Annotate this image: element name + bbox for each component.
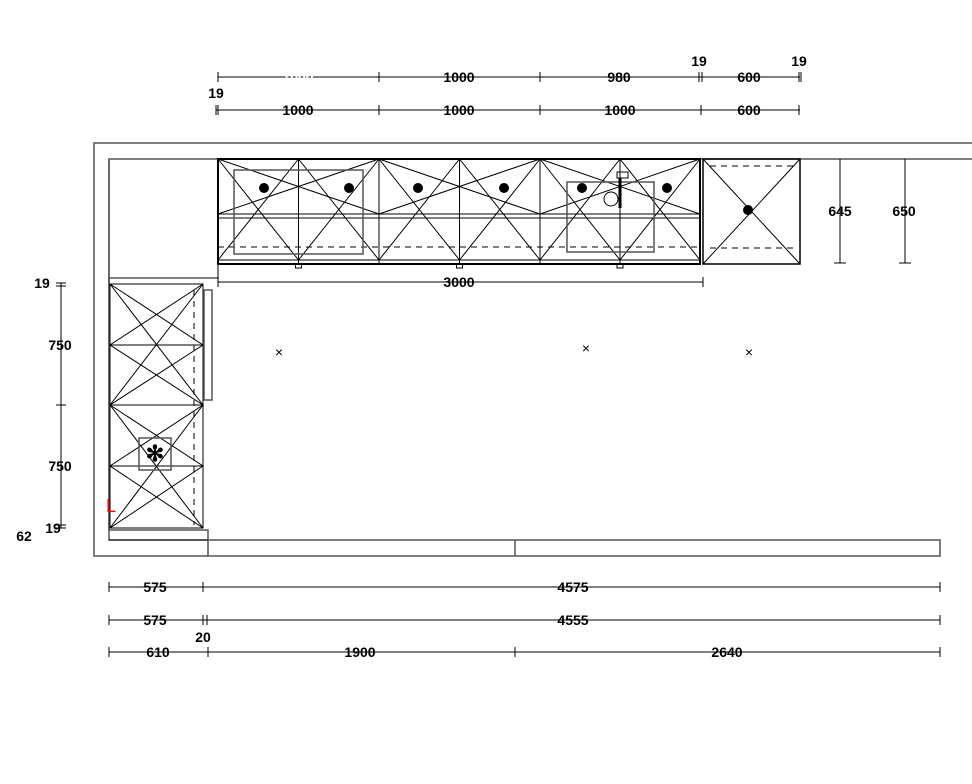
svg-text:600: 600 — [737, 69, 761, 85]
svg-text:×: × — [745, 344, 753, 360]
svg-text:1000: 1000 — [604, 102, 635, 118]
svg-text:4555: 4555 — [557, 612, 588, 628]
svg-text:×: × — [582, 340, 590, 356]
snowflake-icon: ✻ — [146, 441, 164, 466]
svg-text:19: 19 — [45, 520, 61, 536]
handle-knob — [577, 183, 587, 193]
svg-text:19: 19 — [208, 85, 224, 101]
svg-text:645: 645 — [828, 203, 852, 219]
handle-knob — [413, 183, 423, 193]
svg-text:62: 62 — [16, 528, 32, 544]
handle-knob — [662, 183, 672, 193]
svg-text:750: 750 — [48, 337, 72, 353]
svg-text:980: 980 — [607, 69, 631, 85]
freezer-symbol — [138, 437, 172, 471]
svg-text:1000: 1000 — [282, 102, 313, 118]
upper-cabinets — [217, 158, 801, 269]
svg-text:600: 600 — [737, 102, 761, 118]
dimension-labels: 1000 1000 980 19 600 19 19 1000 1000 100… — [16, 53, 916, 660]
svg-text:19: 19 — [34, 275, 50, 291]
svg-text:20: 20 — [195, 629, 211, 645]
svg-text:1900: 1900 — [344, 644, 375, 660]
handle-knob — [344, 183, 354, 193]
svg-text:610: 610 — [146, 644, 170, 660]
svg-text:3000: 3000 — [443, 274, 474, 290]
dimensions — [56, 72, 941, 657]
svg-text:4575: 4575 — [557, 579, 588, 595]
handle-knob — [743, 205, 753, 215]
svg-text:1000: 1000 — [282, 69, 313, 85]
hinge-marker: L — [106, 496, 116, 516]
svg-text:2640: 2640 — [711, 644, 742, 660]
svg-text:575: 575 — [143, 612, 167, 628]
svg-text:19: 19 — [791, 53, 807, 69]
svg-text:1000: 1000 — [443, 102, 474, 118]
svg-text:×: × — [275, 344, 283, 360]
svg-text:19: 19 — [691, 53, 707, 69]
tall-cabinets: ✻ L — [106, 283, 213, 529]
center-markers: × × × — [275, 340, 753, 360]
svg-text:750: 750 — [48, 458, 72, 474]
handle-knob — [259, 183, 269, 193]
handle-knob — [499, 183, 509, 193]
svg-text:575: 575 — [143, 579, 167, 595]
svg-text:650: 650 — [892, 203, 916, 219]
svg-text:1000: 1000 — [443, 69, 474, 85]
